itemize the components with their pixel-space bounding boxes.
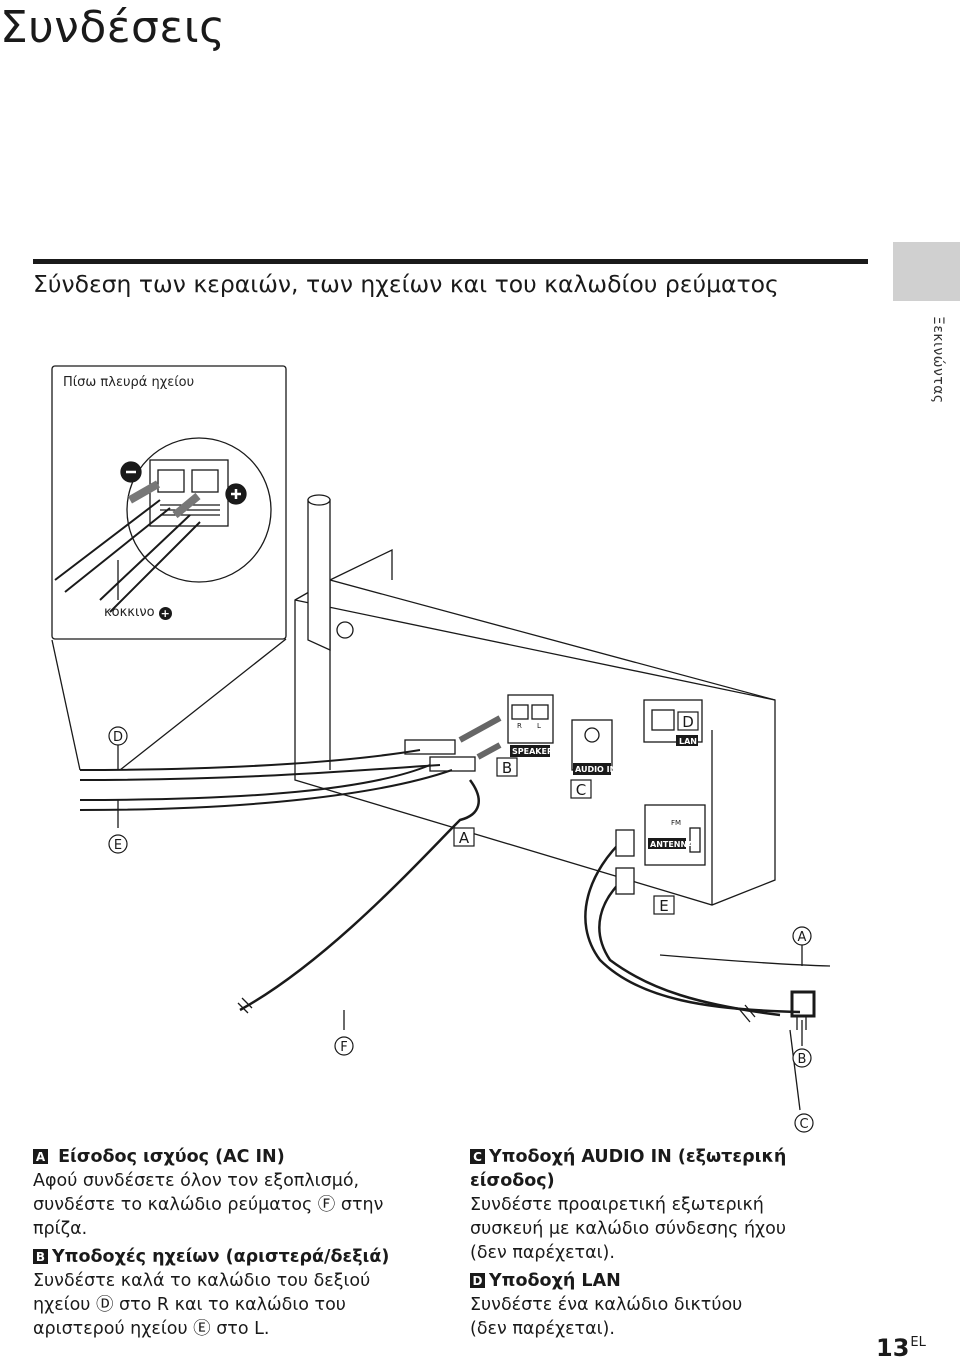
section-divider	[33, 259, 868, 264]
item-c-heading-line: είσοδος)	[470, 1171, 555, 1191]
circle-letter-f: F	[340, 1040, 347, 1055]
port-label-l: L	[537, 722, 541, 730]
item-b-line: αριστερού ηχείου Ⓔ στο L.	[33, 1319, 270, 1339]
callout-caption: Πίσω πλευρά ηχείου	[63, 375, 195, 390]
item-c-heading-line: Υποδοχή AUDIO IN (εξωτερική	[489, 1147, 787, 1167]
page-number-value: 13	[876, 1334, 910, 1362]
item-d-line: Συνδέστε ένα καλώδιο δικτύου	[470, 1295, 743, 1315]
box-letter-e: E	[659, 897, 668, 915]
item-c-line: (δεν παρέχεται).	[470, 1243, 615, 1263]
circle-letter-e: E	[114, 838, 122, 853]
red-wire-caption-text: κόκκινο	[104, 605, 155, 620]
box-letter-b: B	[502, 759, 512, 777]
item-a-line: συνδέστε το καλώδιο ρεύματος Ⓕ στην	[33, 1195, 384, 1215]
item-d-heading-text: Υποδοχή LAN	[489, 1271, 621, 1291]
side-section-label: Ξεκινώντας	[930, 316, 946, 404]
item-a-line: Αφού συνδέσετε όλον τον εξοπλισμό,	[33, 1171, 360, 1191]
red-wire-caption: κόκκινο +	[104, 605, 172, 620]
item-d-body: Συνδέστε ένα καλώδιο δικτύου (δεν παρέχε…	[470, 1293, 830, 1341]
item-d-letter: D	[470, 1273, 485, 1288]
item-c-letter: C	[470, 1149, 485, 1164]
item-b-letter: B	[33, 1249, 48, 1264]
port-label-lan: LAN	[679, 737, 697, 746]
plus-icon: +	[158, 607, 172, 620]
circle-letter-b: B	[798, 1052, 807, 1067]
page-title: Συνδέσεις	[0, 2, 226, 53]
box-letter-c: C	[576, 781, 586, 799]
section-title: Σύνδεση των κεραιών, των ηχείων και του …	[33, 270, 779, 298]
item-a-letter: A	[33, 1149, 48, 1164]
item-c-line: συσκευή με καλώδιο σύνδεσης ήχου	[470, 1219, 786, 1239]
item-d-line: (δεν παρέχεται).	[470, 1319, 615, 1339]
item-b-heading: B Υποδοχές ηχείων (αριστερά/δεξιά)	[33, 1245, 433, 1269]
item-c-heading: C Υποδοχή AUDIO IN (εξωτερική είσοδος)	[470, 1145, 830, 1193]
item-b-body: Συνδέστε καλά το καλώδιο του δεξιού ηχεί…	[33, 1269, 433, 1341]
item-b-line: ηχείου Ⓓ στο R και το καλώδιο του	[33, 1295, 346, 1315]
description-column-right: C Υποδοχή AUDIO IN (εξωτερική είσοδος) Συ…	[470, 1145, 830, 1345]
item-a-heading: A Είσοδος ισχύος (AC IN)	[33, 1145, 433, 1169]
item-a-line: πρίζα.	[33, 1219, 88, 1239]
port-label-fm: FM	[671, 819, 681, 827]
item-a-heading-text: Είσοδος ισχύος (AC IN)	[58, 1147, 285, 1167]
page-language-code: EL	[910, 1335, 926, 1350]
item-b-line: Συνδέστε καλά το καλώδιο του δεξιού	[33, 1271, 371, 1291]
circle-letter-d: D	[113, 730, 123, 745]
port-label-antenna: ANTENNA	[650, 840, 694, 849]
item-b-heading-text: Υποδοχές ηχείων (αριστερά/δεξιά)	[52, 1247, 390, 1267]
circle-letter-c: C	[799, 1117, 808, 1132]
item-c-line: Συνδέστε προαιρετική εξωτερική	[470, 1195, 764, 1215]
item-c-body: Συνδέστε προαιρετική εξωτερική συσκευή μ…	[470, 1193, 830, 1265]
box-letter-a: A	[459, 829, 470, 847]
port-label-speakers: SPEAKERS	[512, 747, 559, 756]
connection-diagram: D E F A B C B C D A E SPEAKERS AUDIO IN …	[51, 365, 831, 1133]
box-letter-d: D	[682, 713, 694, 731]
item-a-body: Αφού συνδέσετε όλον τον εξοπλισμό, συνδέ…	[33, 1169, 433, 1241]
circle-letter-a: A	[798, 930, 807, 945]
description-column-left: A Είσοδος ισχύος (AC IN) Αφού συνδέσετε …	[33, 1145, 433, 1345]
item-d-heading: D Υποδοχή LAN	[470, 1269, 830, 1293]
page-number: 13EL	[876, 1334, 926, 1362]
speaker-callout-box	[51, 365, 287, 640]
port-label-audio-in: AUDIO IN	[575, 765, 616, 774]
section-tab-marker	[893, 242, 960, 301]
port-label-r: R	[517, 722, 522, 730]
